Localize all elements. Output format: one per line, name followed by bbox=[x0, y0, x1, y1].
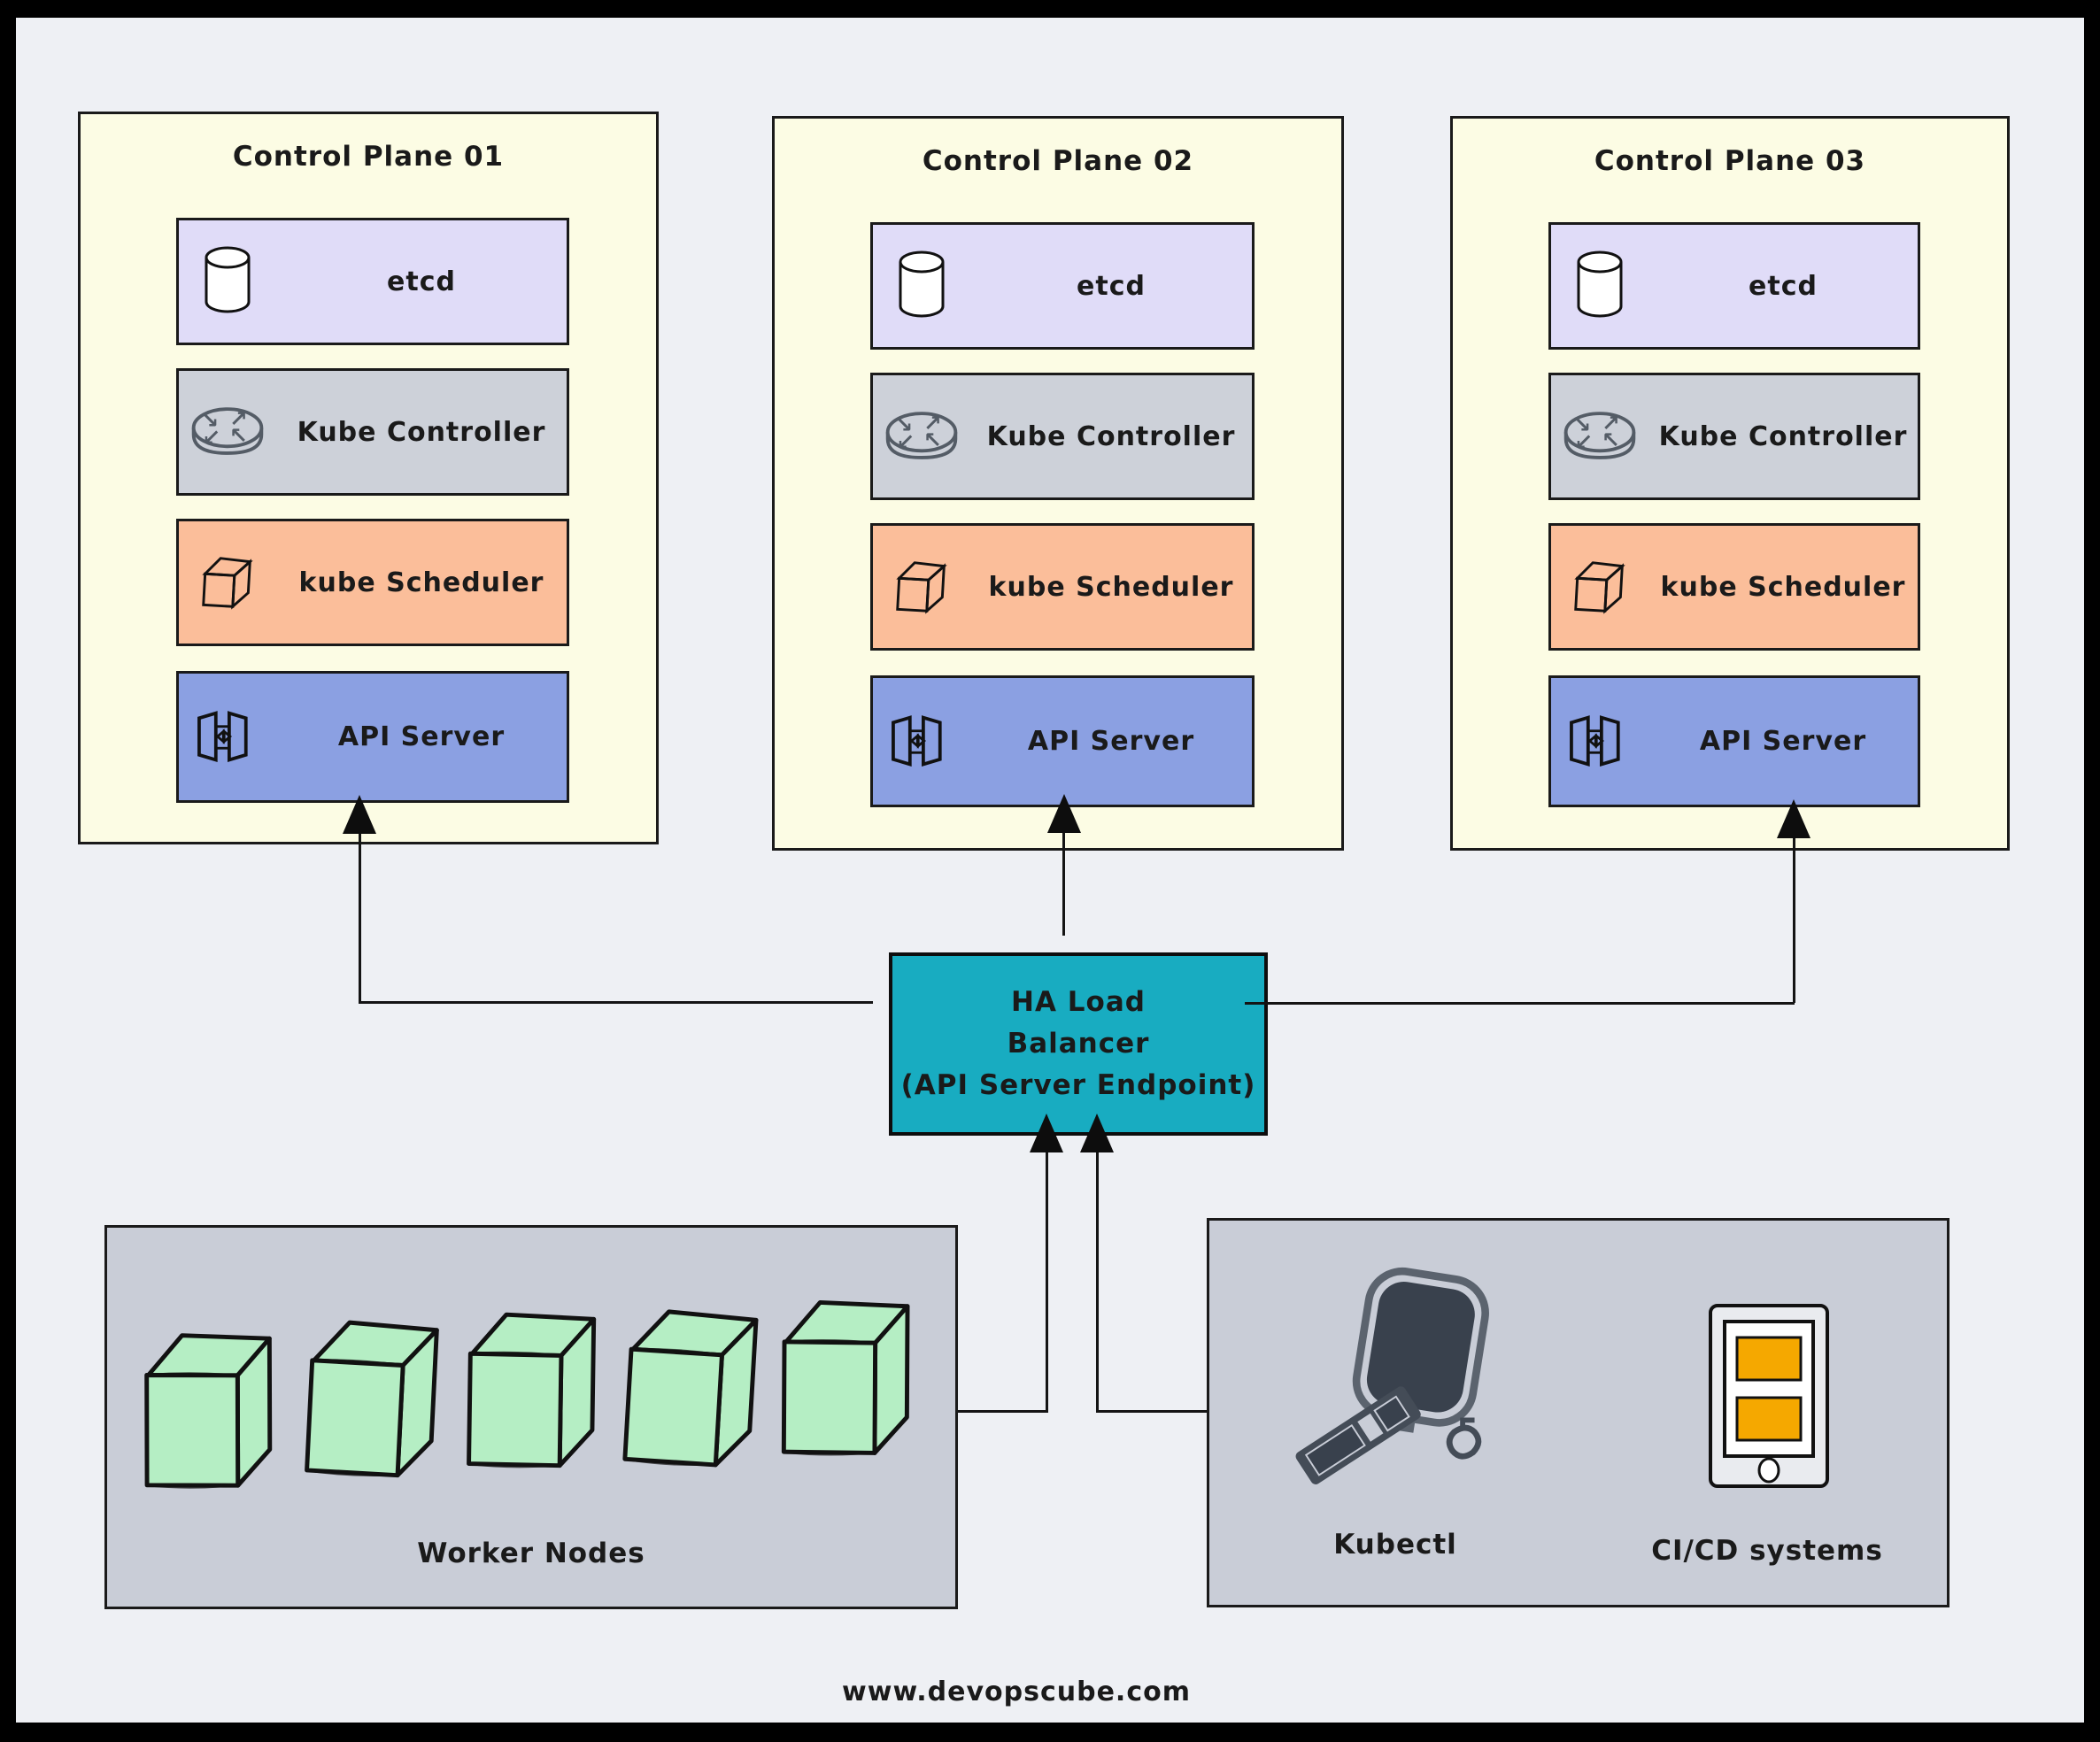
connector-lb-to-cp1-horizontal bbox=[359, 1001, 873, 1004]
arrowhead-cp1-api-server bbox=[343, 795, 376, 834]
api-gateway-icon bbox=[873, 713, 970, 771]
api-gateway-icon bbox=[1551, 713, 1648, 771]
router-icon: ↘ ↗ ↙ ↖ bbox=[873, 406, 970, 466]
database-icon bbox=[873, 250, 970, 322]
connector-lb-to-cp3-horizontal bbox=[1245, 1002, 1795, 1005]
cube-icon bbox=[179, 550, 276, 615]
arrowhead-lb-from-clients bbox=[1080, 1114, 1114, 1152]
kube-scheduler-label: kube Scheduler bbox=[988, 571, 1234, 603]
svg-text:↘: ↘ bbox=[1572, 412, 1591, 437]
svg-text:↖: ↖ bbox=[229, 422, 248, 448]
kube-controller-label: Kube Controller bbox=[1658, 420, 1908, 452]
cube-icon bbox=[1551, 554, 1648, 620]
kube-scheduler-label: kube Scheduler bbox=[1660, 571, 1906, 603]
worker-nodes-label: Worker Nodes bbox=[417, 1538, 645, 1569]
connector-workers-to-lb-vertical bbox=[1046, 1147, 1048, 1413]
worker-node-cube bbox=[294, 1299, 455, 1492]
control-plane-3-box: Control Plane 03 etcd ↘ ↗ ↙ ↖ Kube Contr… bbox=[1450, 116, 2010, 851]
etcd-box: etcd bbox=[870, 222, 1255, 350]
control-plane-3-title: Control Plane 03 bbox=[1594, 145, 1866, 177]
clients-box: Kubectl CI/CD systems bbox=[1207, 1218, 1949, 1607]
control-plane-1-title: Control Plane 01 bbox=[232, 141, 505, 173]
svg-text:↖: ↖ bbox=[923, 427, 942, 452]
kubectl-label: Kubectl bbox=[1333, 1529, 1457, 1561]
connector-workers-to-lb-horizontal bbox=[953, 1410, 1047, 1413]
svg-text:↗: ↗ bbox=[923, 410, 942, 436]
api-server-box: API Server bbox=[1548, 675, 1920, 807]
worker-node-cube bbox=[767, 1277, 930, 1473]
api-server-box: API Server bbox=[870, 675, 1255, 807]
svg-text:↙: ↙ bbox=[896, 428, 915, 454]
connector-clients-to-lb-vertical bbox=[1096, 1147, 1099, 1413]
etcd-box: etcd bbox=[176, 218, 569, 345]
api-server-label: API Server bbox=[1027, 726, 1195, 757]
api-server-label: API Server bbox=[337, 721, 506, 752]
kube-scheduler-box: kube Scheduler bbox=[176, 519, 569, 646]
arrowhead-cp2-api-server bbox=[1047, 794, 1081, 833]
arrowhead-cp3-api-server bbox=[1777, 799, 1810, 838]
worker-node-cube bbox=[128, 1309, 292, 1506]
ha-load-balancer-box: HA Load Balancer (API Server Endpoint) bbox=[889, 952, 1268, 1136]
arrowhead-lb-from-workers bbox=[1030, 1114, 1063, 1152]
etcd-label: etcd bbox=[1749, 270, 1818, 302]
etcd-box: etcd bbox=[1548, 222, 1920, 350]
worker-node-cube bbox=[612, 1288, 775, 1484]
kube-controller-label: Kube Controller bbox=[297, 416, 546, 448]
router-icon: ↘ ↗ ↙ ↖ bbox=[1551, 406, 1648, 466]
lb-line-3: (API Server Endpoint) bbox=[900, 1069, 1256, 1102]
svg-text:↗: ↗ bbox=[1602, 410, 1620, 436]
kube-scheduler-box: kube Scheduler bbox=[870, 523, 1255, 651]
lb-line-2: Balancer bbox=[1007, 1027, 1150, 1060]
api-gateway-icon bbox=[179, 708, 276, 767]
control-plane-2-box: Control Plane 02 etcd ↘ ↗ ↙ ↖ Kube Contr… bbox=[772, 116, 1344, 851]
cube-icon bbox=[873, 554, 970, 620]
svg-text:↘: ↘ bbox=[894, 412, 913, 437]
etcd-label: etcd bbox=[387, 266, 456, 297]
connector-lb-to-cp3-vertical bbox=[1793, 833, 1795, 1003]
cicd-systems-label: CI/CD systems bbox=[1651, 1535, 1883, 1567]
connector-lb-to-cp1-vertical bbox=[359, 829, 361, 1004]
diagram-background: Control Plane 01 etcd ↘ ↗ ↙ ↖ Kube Contr… bbox=[16, 18, 2084, 1723]
kube-controller-box: ↘ ↗ ↙ ↖ Kube Controller bbox=[1548, 373, 1920, 500]
api-server-label: API Server bbox=[1699, 726, 1867, 757]
etcd-label: etcd bbox=[1077, 270, 1146, 302]
svg-text:↖: ↖ bbox=[1602, 427, 1620, 452]
footer-url: www.devopscube.com bbox=[842, 1676, 1191, 1707]
control-plane-2-title: Control Plane 02 bbox=[922, 145, 1194, 177]
control-plane-1-box: Control Plane 01 etcd ↘ ↗ ↙ ↖ Kube Contr… bbox=[78, 112, 659, 844]
kube-controller-box: ↘ ↗ ↙ ↖ Kube Controller bbox=[870, 373, 1255, 500]
svg-text:↗: ↗ bbox=[229, 405, 248, 431]
worker-nodes-box: Worker Nodes bbox=[104, 1225, 958, 1609]
kube-scheduler-label: kube Scheduler bbox=[298, 567, 544, 598]
router-icon: ↘ ↗ ↙ ↖ bbox=[179, 402, 276, 462]
connector-clients-to-lb-horizontal bbox=[1099, 1410, 1207, 1413]
connector-lb-to-cp2-vertical bbox=[1062, 828, 1065, 936]
kubectl-computer-icon bbox=[1287, 1263, 1509, 1488]
database-icon bbox=[179, 245, 276, 318]
svg-text:↙: ↙ bbox=[1574, 428, 1593, 454]
lb-line-1: HA Load bbox=[1011, 985, 1146, 1018]
cicd-pipeline-icon bbox=[1707, 1302, 1831, 1493]
api-server-box: API Server bbox=[176, 671, 569, 803]
kube-controller-box: ↘ ↗ ↙ ↖ Kube Controller bbox=[176, 368, 569, 496]
kube-controller-label: Kube Controller bbox=[986, 420, 1236, 452]
kube-scheduler-box: kube Scheduler bbox=[1548, 523, 1920, 651]
database-icon bbox=[1551, 250, 1648, 322]
svg-text:↘: ↘ bbox=[200, 407, 219, 433]
worker-node-cube bbox=[453, 1290, 614, 1484]
svg-text:↙: ↙ bbox=[202, 424, 220, 450]
